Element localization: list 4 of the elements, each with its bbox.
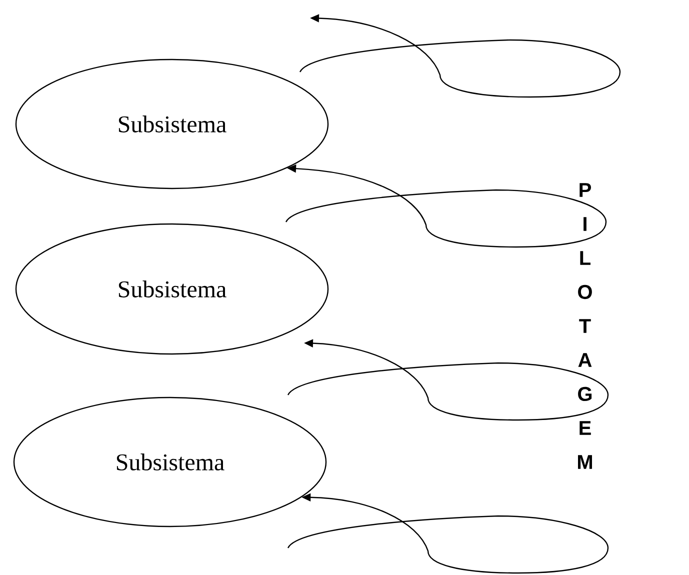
ellipse-node: Subsistema [13, 396, 327, 528]
ellipse-node: Subsistema [15, 58, 329, 190]
ellipse-node: Subsistema [15, 223, 329, 355]
vertical-label: PILOTAGEM [578, 183, 592, 469]
